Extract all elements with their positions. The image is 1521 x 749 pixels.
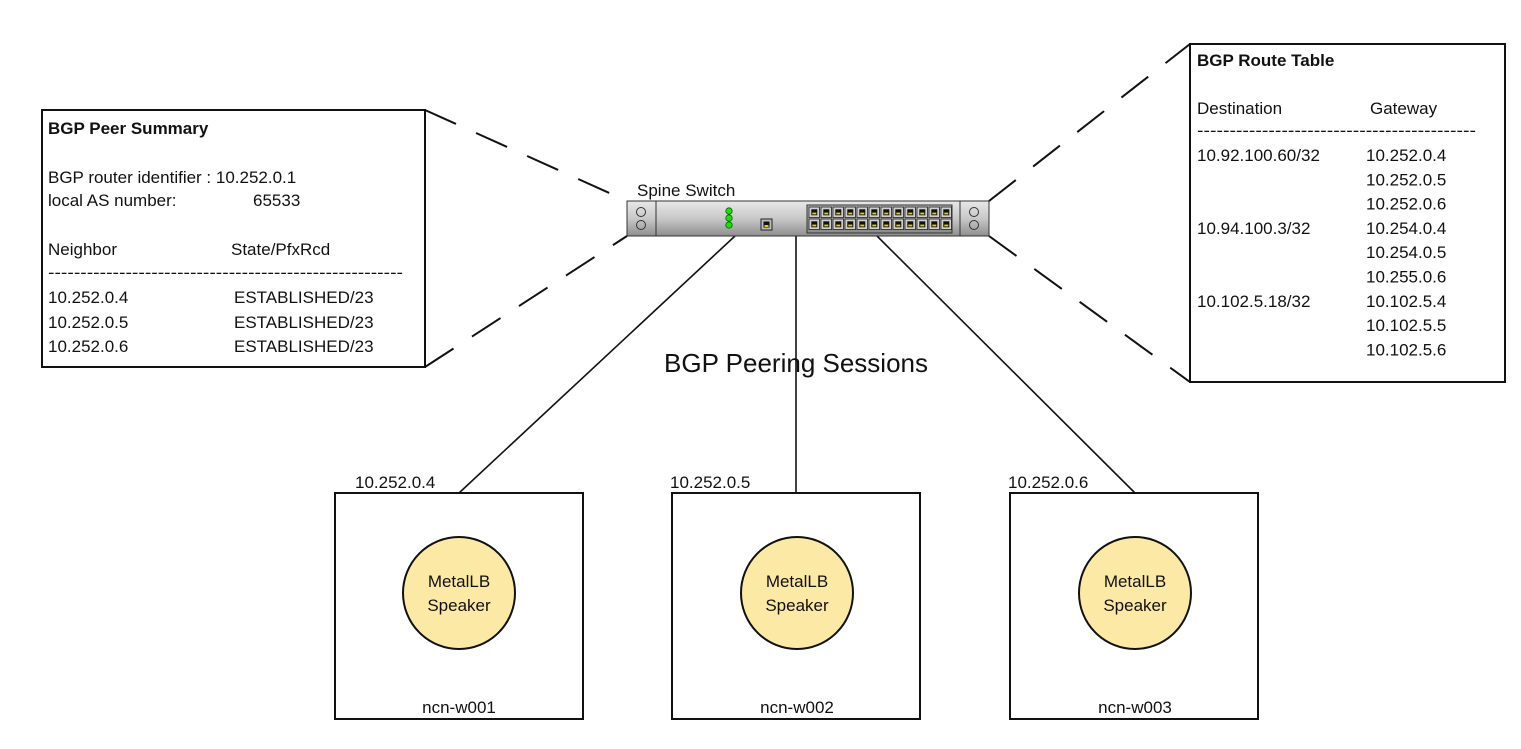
ethernet-port-icon: [820, 218, 832, 230]
ethernet-port-icon: [904, 206, 916, 218]
route-destination: 10.94.100.3/32: [1197, 219, 1310, 238]
node-name: ncn-w002: [760, 698, 834, 717]
speaker-label-line2: Speaker: [765, 596, 829, 615]
route-gateway: 10.252.0.4: [1366, 146, 1446, 165]
worker-node: 10.252.0.6 MetalLB Speaker ncn-w003: [1008, 473, 1259, 720]
ethernet-port-icon: [892, 218, 904, 230]
separator: ----------------------------------------…: [1197, 121, 1476, 140]
ethernet-port-icon: [820, 206, 832, 218]
ethernet-port-icon: [880, 206, 892, 218]
ethernet-port-icon: [856, 206, 868, 218]
col-destination: Destination: [1197, 99, 1282, 118]
route-gateway: 10.254.0.4: [1366, 219, 1446, 238]
status-leds: [725, 207, 733, 229]
ethernet-ports: [808, 206, 952, 230]
metallb-speaker: [1078, 536, 1192, 650]
link-node-3: [876, 235, 1136, 494]
ethernet-port-icon: [868, 218, 880, 230]
ethernet-port-icon: [844, 206, 856, 218]
metallb-speaker: [402, 536, 516, 650]
worker-node: 10.252.0.4 MetalLB Speaker ncn-w001: [334, 473, 584, 720]
peer-row-neighbor: 10.252.0.4: [48, 288, 128, 307]
mount-hole-icon: [636, 207, 646, 217]
route-gateway: 10.102.5.5: [1366, 316, 1446, 335]
ethernet-port-icon: [904, 218, 916, 230]
ethernet-port-icon: [808, 218, 820, 230]
node-ip-label: 10.252.0.5: [670, 473, 750, 492]
ethernet-port-icon: [928, 206, 940, 218]
spine-switch: Spine Switch: [626, 181, 990, 237]
node-ip-label: 10.252.0.4: [355, 473, 435, 492]
ethernet-port-icon: [880, 218, 892, 230]
route-gateway: 10.255.0.6: [1366, 268, 1446, 287]
peer-rows: 10.252.0.4 ESTABLISHED/23 10.252.0.5 EST…: [48, 288, 374, 356]
mount-hole-icon: [636, 220, 646, 230]
router-id-label: BGP router identifier : 10.252.0.1: [48, 168, 296, 187]
peer-row-neighbor: 10.252.0.6: [48, 337, 128, 356]
node-name: ncn-w003: [1098, 698, 1172, 717]
peer-row-neighbor: 10.252.0.5: [48, 313, 128, 332]
peer-row-state: ESTABLISHED/23: [234, 288, 374, 307]
speaker-label-line1: MetalLB: [1104, 572, 1166, 591]
worker-nodes: 10.252.0.4 MetalLB Speaker ncn-w001 10.2…: [334, 473, 1259, 720]
speaker-label-line1: MetalLB: [428, 572, 490, 591]
local-as-label: local AS number:: [48, 191, 177, 210]
callout-line-top: [424, 109, 628, 202]
ethernet-port-icon: [868, 206, 880, 218]
peer-row-state: ESTABLISHED/23: [234, 337, 374, 356]
mount-hole-icon: [969, 207, 979, 217]
ethernet-port-icon: [940, 206, 952, 218]
route-gateway: 10.254.0.5: [1366, 243, 1446, 262]
route-destination: 10.102.5.18/32: [1197, 292, 1310, 311]
ethernet-port-icon: [928, 218, 940, 230]
diagram-title: BGP Peering Sessions: [664, 348, 928, 378]
col-neighbor: Neighbor: [48, 240, 117, 259]
node-ip-label: 10.252.0.6: [1008, 473, 1088, 492]
ethernet-port-icon: [832, 218, 844, 230]
peer-row-state: ESTABLISHED/23: [234, 313, 374, 332]
route-destination: 10.92.100.60/32: [1197, 146, 1320, 165]
ethernet-port-icon: [844, 218, 856, 230]
spine-switch-label: Spine Switch: [637, 181, 735, 200]
col-gateway: Gateway: [1370, 99, 1438, 118]
ethernet-port-icon: [916, 218, 928, 230]
ethernet-port-icon: [892, 206, 904, 218]
bgp-route-table-panel: BGP Route Table Destination Gateway ----…: [1189, 43, 1506, 383]
console-port-icon: [760, 218, 773, 231]
speaker-label-line2: Speaker: [427, 596, 491, 615]
route-table-callout: [988, 43, 1191, 383]
route-gateway: 10.252.0.6: [1366, 195, 1446, 214]
ethernet-port-icon: [940, 218, 952, 230]
local-as-value: 65533: [253, 191, 300, 210]
route-gateway: 10.102.5.4: [1366, 292, 1446, 311]
bgp-peer-summary-panel: BGP Peer Summary BGP router identifier :…: [41, 109, 426, 368]
led-icon: [725, 207, 733, 215]
route-rows: 10.92.100.60/32 10.252.0.4 10.252.0.5 10.25…: [1197, 146, 1446, 359]
callout-line-bottom: [988, 235, 1191, 383]
ethernet-port-icon: [916, 206, 928, 218]
led-icon: [725, 214, 733, 222]
route-gateway: 10.252.0.5: [1366, 170, 1446, 189]
speaker-label-line1: MetalLB: [766, 572, 828, 591]
ethernet-port-icon: [808, 206, 820, 218]
worker-node: 10.252.0.5 MetalLB Speaker ncn-w002: [670, 473, 921, 720]
ethernet-port-icon: [856, 218, 868, 230]
callout-line-bottom: [424, 235, 628, 368]
peer-summary-title: BGP Peer Summary: [48, 119, 209, 138]
mount-hole-icon: [969, 220, 979, 230]
link-node-1: [458, 235, 736, 494]
peer-summary-callout: [424, 109, 628, 368]
ethernet-port-icon: [832, 206, 844, 218]
led-icon: [725, 221, 733, 229]
callout-line-top: [988, 43, 1191, 202]
separator: ----------------------------------------…: [48, 263, 403, 282]
route-table-title: BGP Route Table: [1197, 51, 1334, 70]
node-name: ncn-w001: [422, 698, 496, 717]
speaker-label-line2: Speaker: [1103, 596, 1167, 615]
metallb-speaker: [740, 536, 854, 650]
peering-links: [458, 235, 1136, 494]
col-state: State/PfxRcd: [231, 240, 330, 259]
route-gateway: 10.102.5.6: [1366, 340, 1446, 359]
